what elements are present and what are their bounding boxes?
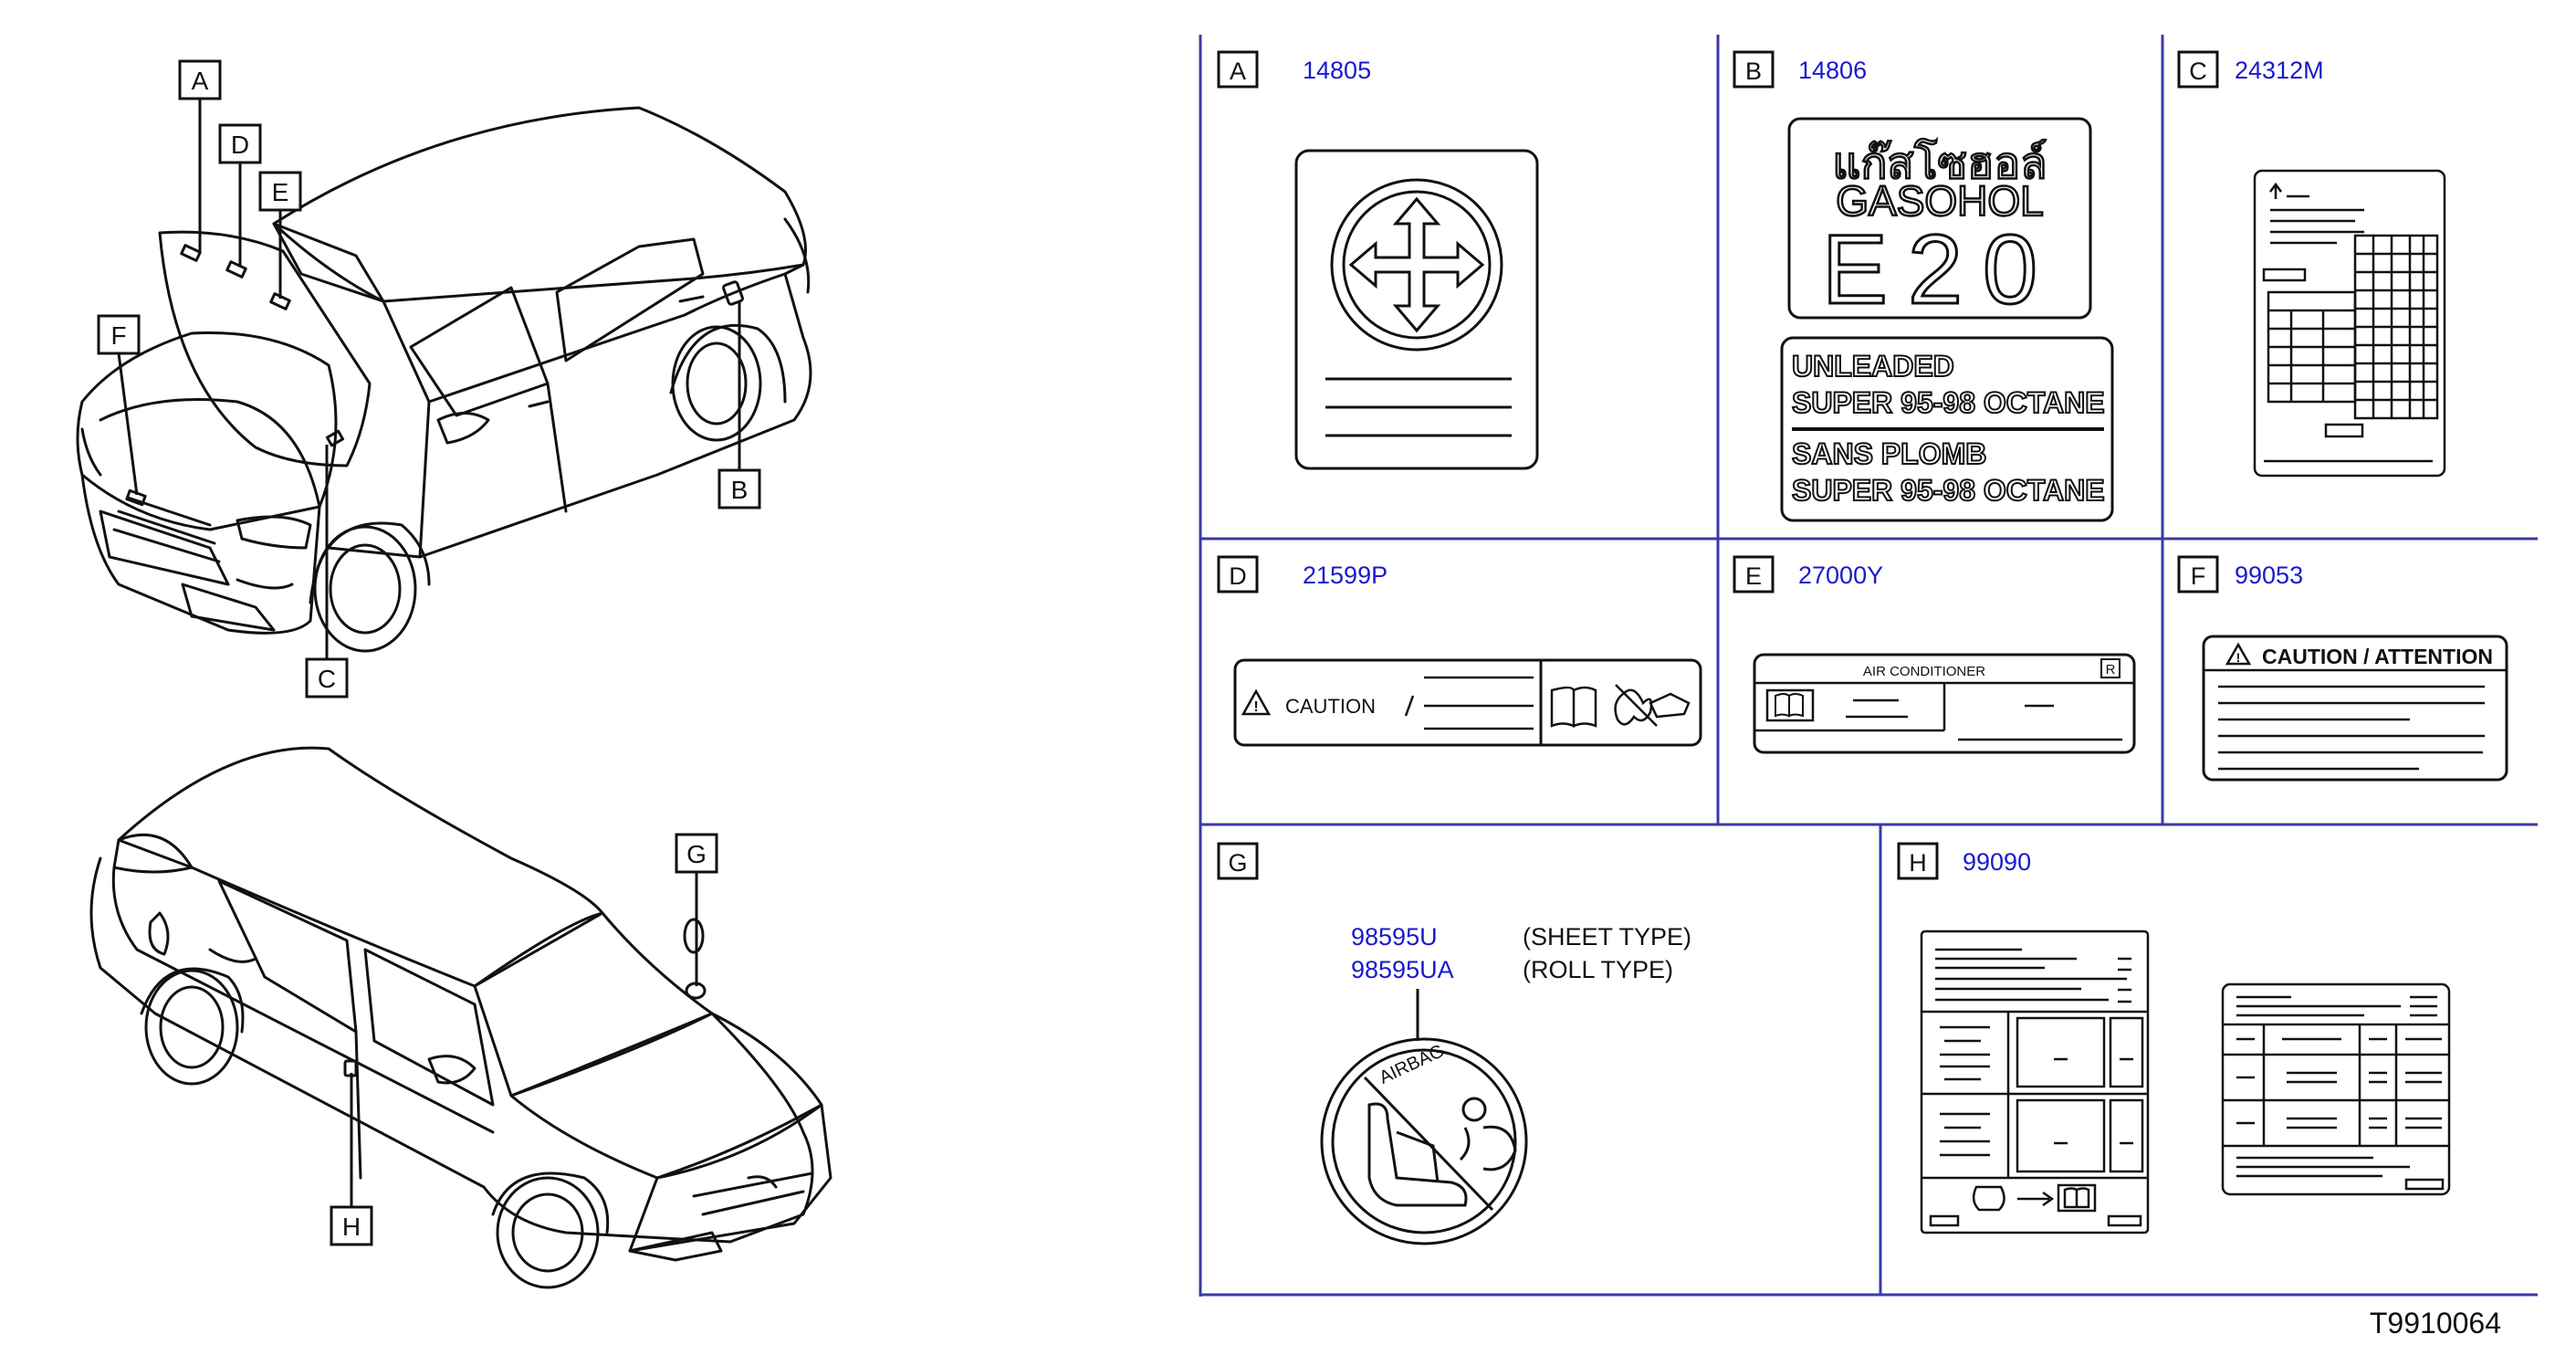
svg-text:CAUTION: CAUTION [1285, 695, 1376, 718]
callout-f: F [97, 314, 141, 355]
svg-text:SUPER 95-98 OCTANE: SUPER 95-98 OCTANE [1792, 386, 2105, 419]
panel-f-header: F 99053 [2177, 555, 2303, 593]
svg-text:E: E [272, 178, 289, 206]
callout-b: B [717, 468, 761, 509]
svg-text:B: B [731, 476, 749, 504]
svg-text:D: D [231, 131, 249, 159]
svg-text:R: R [2106, 662, 2116, 678]
svg-text:G: G [1228, 849, 1247, 877]
part-number: 14806 [1798, 57, 1867, 84]
label-b-illustration: แก๊สโซฮอล์ GASOHOL E20 UNLEADED SUPER 95… [1780, 117, 2114, 522]
svg-text:!: ! [2236, 650, 2241, 665]
diagram-id: T9910064 [2370, 1307, 2501, 1339]
svg-text:C: C [318, 665, 336, 693]
svg-text:H: H [1909, 849, 1927, 877]
svg-text:H: H [342, 1213, 361, 1241]
panel-g-header: G [1217, 842, 1259, 880]
panel-d-header: D 21599P [1217, 555, 1387, 593]
airbag-label-illustration [1320, 1037, 1528, 1245]
svg-text:(SHEET TYPE): (SHEET TYPE) [1523, 923, 1691, 951]
svg-text:F: F [110, 321, 126, 350]
callout-c: C [305, 657, 349, 699]
part-number: 98595U [1351, 923, 1438, 951]
svg-text:SUPER 95-98 OCTANE: SUPER 95-98 OCTANE [1792, 474, 2105, 507]
label-h1-illustration [1920, 930, 2150, 1234]
label-f-illustration: ! CAUTION / ATTENTION [2202, 635, 2508, 782]
callout-h: H [330, 1205, 373, 1246]
svg-text:SANS PLOMB: SANS PLOMB [1792, 437, 1986, 470]
callout-e: E [258, 171, 302, 212]
svg-text:UNLEADED: UNLEADED [1792, 350, 1954, 383]
svg-text:!: ! [1253, 699, 1258, 715]
part-number: 98595UA [1351, 956, 1454, 983]
airbag-text: AIRBAG [1377, 1041, 1448, 1088]
label-d-illustration: ! CAUTION [1233, 658, 1702, 747]
part-number: 24312M [2235, 57, 2324, 84]
panel-a-header: A 14805 [1217, 50, 1371, 89]
label-e-illustration: AIR CONDITIONER R [1753, 653, 2136, 754]
part-number: 99053 [2235, 562, 2303, 589]
callout-d: D [218, 123, 262, 164]
svg-text:แก๊สโซฮอล์: แก๊สโซฮอล์ [1832, 138, 2047, 189]
car-bottom-illustration [89, 746, 832, 1289]
car-top-illustration [76, 106, 812, 653]
panel-h-header: H 99090 [1897, 842, 2031, 880]
label-grid [1199, 35, 2538, 1297]
svg-text:(ROLL TYPE): (ROLL TYPE) [1523, 956, 1673, 983]
part-number: 14805 [1303, 57, 1371, 84]
part-number: 99090 [1963, 848, 2031, 876]
callout-a: A [178, 59, 222, 100]
svg-text:B: B [1745, 58, 1762, 85]
svg-text:D: D [1229, 562, 1247, 590]
label-h2-illustration [2221, 982, 2451, 1196]
svg-text:C: C [2189, 58, 2207, 85]
svg-text:F: F [2191, 562, 2206, 590]
panel-e-header: E 27000Y [1733, 555, 1883, 593]
part-number: 21599P [1303, 562, 1387, 589]
panel-g-content: 98595U (SHEET TYPE) 98595UA (ROLL TYPE) … [1320, 923, 1691, 1245]
svg-text:GASOHOL: GASOHOL [1836, 177, 2044, 225]
leader-lines-bottom [350, 872, 698, 1207]
leader-lines-top [117, 99, 741, 659]
part-number: 27000Y [1798, 562, 1883, 589]
panel-c-header: C 24312M [2177, 50, 2324, 89]
svg-text:G: G [686, 840, 707, 868]
svg-text:A: A [192, 67, 209, 95]
svg-text:E: E [1745, 562, 1762, 590]
panel-b-header: B 14806 [1733, 50, 1867, 89]
callout-g: G [675, 833, 718, 874]
label-c-illustration [2253, 169, 2446, 478]
svg-text:A: A [1230, 58, 1246, 85]
label-a-illustration [1294, 149, 1539, 470]
svg-text:AIR CONDITIONER: AIR CONDITIONER [1863, 664, 1985, 679]
svg-text:CAUTION / ATTENTION: CAUTION / ATTENTION [2262, 645, 2493, 668]
svg-text:E20: E20 [1822, 214, 2058, 324]
